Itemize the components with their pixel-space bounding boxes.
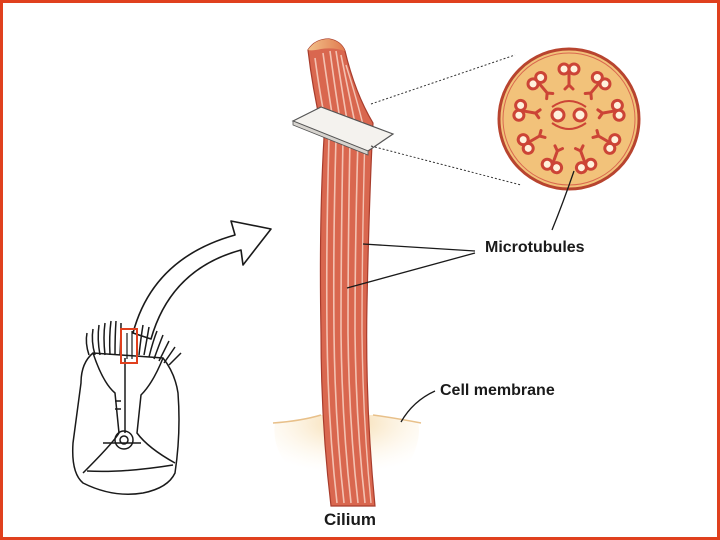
curved-arrow — [132, 220, 272, 340]
microtubule-doublet — [574, 144, 598, 175]
cross-section-slice — [291, 106, 395, 156]
microtubule-doublet — [512, 98, 542, 122]
microtubule-doublet — [591, 129, 622, 155]
microtubule-doublet — [557, 62, 581, 91]
microtubule-doublet — [516, 129, 547, 155]
cell-membrane-label: Cell membrane — [440, 382, 555, 399]
microtubules-label: Microtubules — [485, 239, 585, 256]
cilium-diagram — [71, 38, 641, 507]
microtubule-cross-section — [497, 47, 641, 191]
cilium-label: Cilium — [324, 510, 376, 529]
microtubule-doublet — [526, 70, 555, 101]
microtubule-doublet — [596, 98, 626, 122]
microtubule-doublet — [540, 144, 564, 175]
cilium-shaft — [307, 38, 376, 507]
microtubule-doublet — [583, 70, 612, 101]
hair-cell-sketch — [71, 320, 182, 495]
projection-lines — [370, 54, 522, 186]
leader-lines — [346, 170, 575, 423]
